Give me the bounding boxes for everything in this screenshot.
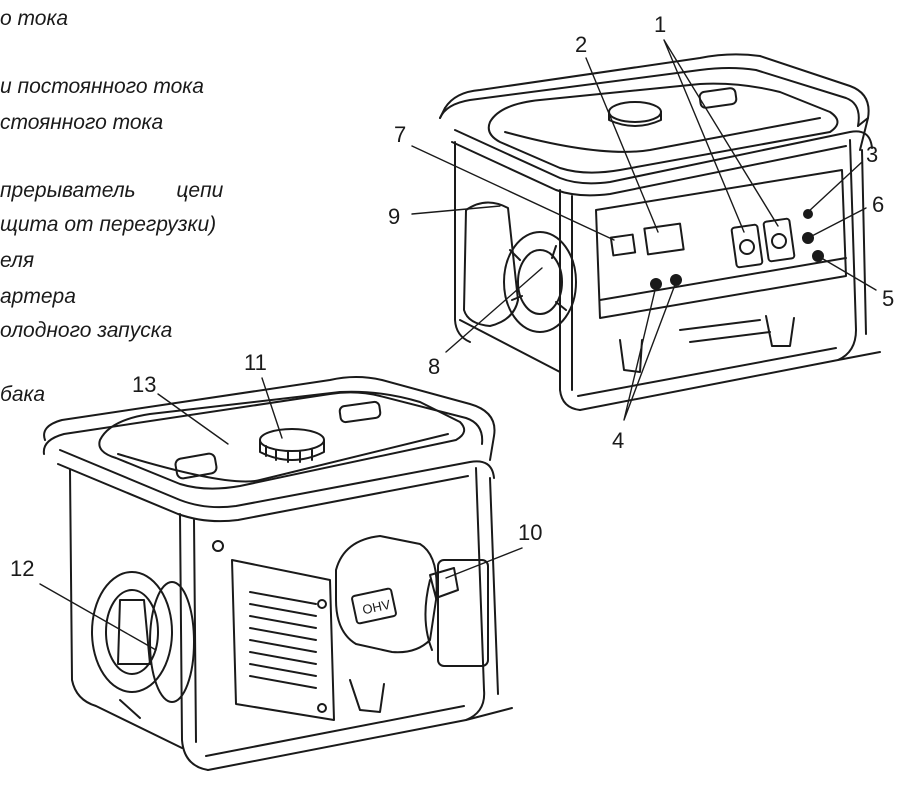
control-panel [595,169,847,319]
leader-lines [39,39,877,651]
ac-socket-1 [730,223,764,269]
dc-terminal-2 [670,274,682,286]
generator-bottom-left: OHV [42,376,513,771]
frame-rail-top-front-2 [59,449,495,509]
indicator-3 [803,209,813,219]
callout-5: 5 [882,286,894,311]
fuel-tank [98,390,466,490]
legend-line-9: бака [0,383,46,406]
muffler [437,559,489,667]
frame-post-front-left [559,189,581,411]
side-panel [231,559,335,721]
callout-1: 1 [654,12,666,37]
fuel-valve [429,567,459,599]
frame-post-front-left-2 [179,513,209,771]
callout-13: 13 [132,372,156,397]
legend-line-8: олодного запуска [0,319,173,342]
ac-socket-2 [762,217,796,263]
alternator-end-cover [91,571,173,693]
fuel-cap [259,428,325,452]
legend-line-1: о тока [0,7,69,30]
recoil-starter-housing [503,231,577,333]
callout-8: 8 [428,354,440,379]
legend-line-7: артера [0,285,76,308]
frame-post-front-right-2 [465,467,486,721]
legend-line-2: и постоянного тока [0,75,204,98]
engine-label-plate [351,587,397,625]
engine-block [335,535,438,654]
callout-2: 2 [575,32,587,57]
callout-11: 11 [244,350,267,375]
legend-line-4: прерыватель цепи [0,179,224,202]
callout-numbers: 1 2 3 4 5 6 7 8 9 10 11 13 12 [10,12,894,581]
callout-9: 9 [388,204,400,229]
frame-rail-top-back [444,53,870,151]
callout-3: 3 [866,142,878,167]
frame-rail-top-back-2 [43,376,496,461]
frame-rail-bottom [579,351,881,411]
legend-line-3: стоянного тока [0,111,164,134]
generator-top-right [439,53,881,411]
fuel-tank-top-right [487,82,839,174]
voltmeter-box [643,222,685,256]
frame-post-front-right [837,139,857,361]
svg-text:OHV: OHV [361,597,392,618]
air-filter-top-right [463,201,519,327]
callout-12: 12 [10,556,34,581]
callout-7: 7 [394,122,406,147]
legend-line-6: еля [0,249,35,272]
switch-box [609,233,637,257]
callout-6: 6 [872,192,884,217]
callout-10: 10 [518,520,542,545]
frame-rail-top-front [454,129,873,185]
frame-rail-bottom-2 [207,707,513,771]
tank-handle [174,452,218,480]
louvers [249,591,317,689]
callout-4: 4 [612,428,624,453]
fuel-cap-top-right [608,101,662,123]
legend-line-5: щита от перегрузки) [0,213,217,236]
